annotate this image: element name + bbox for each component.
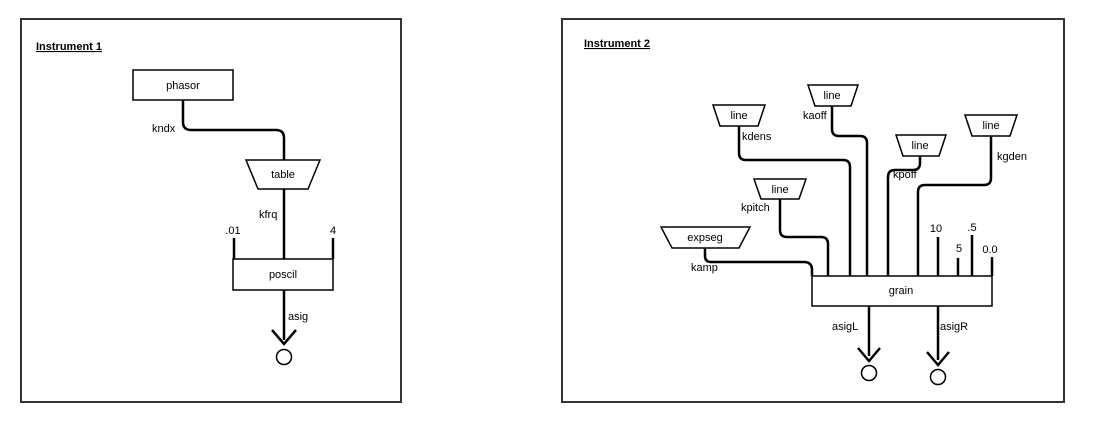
expseg-opcode: expseg [659,226,752,249]
line-kpoff-opcode: line [894,134,948,157]
line-kdens-label: line [730,110,747,122]
asigL-label: asigL [832,321,858,333]
asigR-arrowhead [926,351,950,367]
instrument-1-title: Instrument 1 [36,41,102,53]
output-1-circle [275,348,293,366]
line-kpitch-box [752,178,808,200]
line-kaoff-box [806,84,860,107]
instrument-1-panel: Instrument 1 phasor kndx table kfrq .01 … [20,18,402,403]
asig-label: asig [288,311,308,323]
arg-10-label: 10 [930,223,942,235]
kgden-wire [916,136,993,276]
kaoff-wire [830,106,869,276]
line-kpitch-label: line [771,184,788,196]
poscil-label: poscil [269,269,297,281]
kamp-wire [703,248,814,276]
asigR-label: asigR [940,321,968,333]
kaoff-label: kaoff [803,110,828,122]
poscil-box [232,258,334,291]
line-kpoff-label: line [911,140,928,152]
kgden-label: kgden [997,151,1027,163]
line-kgden-label: line [982,120,999,132]
kndx-wire [181,100,286,160]
phasor-opcode: phasor [132,69,234,101]
kndx-label: kndx [152,123,176,135]
arg-00-label: 0.0 [982,244,997,256]
kamp-label: kamp [691,262,718,274]
line-kdens-opcode: line [711,104,767,127]
output-left-circle [860,364,878,382]
line-kgden-box [963,114,1019,137]
grain-label: grain [889,285,913,297]
poscil-opcode: poscil [232,258,334,291]
expseg-label: expseg [687,232,722,244]
output-right-circle [929,368,947,386]
instrument-1-frame [20,18,402,403]
grain-opcode: grain [811,275,993,307]
grain-box [811,275,993,307]
instrument-2-frame [561,18,1065,403]
asig-arrowhead [271,329,297,346]
kfrq-label: kfrq [259,209,277,221]
line-kaoff-label: line [823,90,840,102]
arg-5-label: 5 [956,243,962,255]
amp-arg-label: .01 [225,225,240,237]
line-kpitch-opcode: line [752,178,808,200]
line-kgden-opcode: line [963,114,1019,137]
asigL-arrowhead [857,347,881,363]
instrument-2-title: Instrument 2 [584,38,650,50]
line-kpoff-box [894,134,948,157]
kpoff-wire [886,156,922,276]
instrument-2-panel: Instrument 2 line line line line line [561,18,1065,403]
kpitch-label: kpitch [741,202,770,214]
kdens-wire [737,126,852,276]
table-opcode: table [244,159,322,190]
table-box [244,159,322,190]
arg-05-label: .5 [967,222,976,234]
line-kdens-box [711,104,767,127]
table-label: table [271,169,295,181]
expseg-box [659,226,752,249]
kpoff-label: kpoff [893,169,918,181]
line-kaoff-opcode: line [806,84,860,107]
kpitch-wire [778,199,830,276]
fn-arg-label: 4 [330,225,336,237]
kdens-label: kdens [742,131,772,143]
phasor-label: phasor [166,80,200,92]
